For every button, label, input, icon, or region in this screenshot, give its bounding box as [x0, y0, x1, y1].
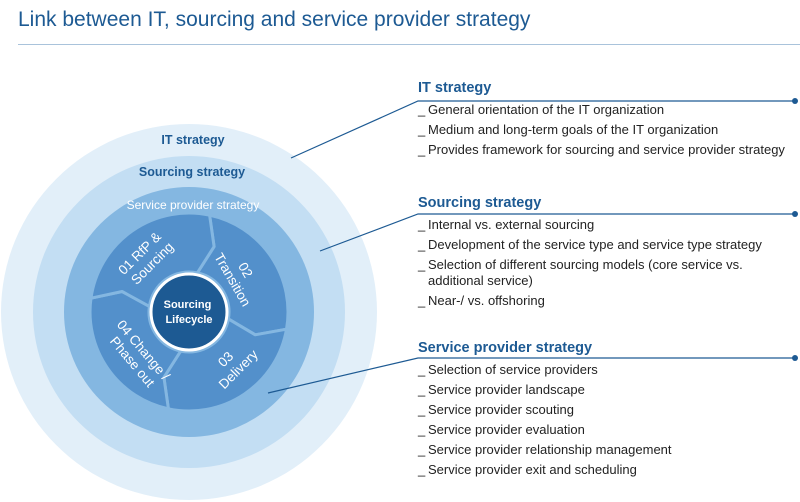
- list-item: _Internal vs. external sourcing: [418, 217, 595, 232]
- list-item: _Selection of different sourcing models …: [418, 257, 743, 288]
- list-item: _Service provider landscape: [418, 382, 585, 397]
- list-item: _Service provider scouting: [418, 402, 574, 417]
- lifecycle-center: [149, 272, 229, 352]
- list-item: _General orientation of the IT organizat…: [418, 102, 665, 117]
- segment-rfp-sourcing: [195, 213, 290, 337]
- section-it-strategy: IT strategy _General orientation of the …: [418, 80, 798, 162]
- section-title-service-provider-strategy: Service provider strategy: [418, 340, 593, 356]
- segment-delivery: [88, 290, 183, 411]
- section-service-provider-strategy: Service provider strategy _Selection of …: [418, 340, 798, 482]
- connector-dot-sourcing-strategy: [792, 211, 798, 217]
- connector-sourcing-strategy: [319, 213, 795, 252]
- bullet-list-service-provider-strategy: _Selection of service providers _Service…: [418, 362, 798, 478]
- connector-dot-it-strategy: [792, 98, 798, 104]
- lifecycle-segments: [88, 211, 290, 413]
- center-label: Sourcing Lifecycle: [164, 299, 215, 326]
- connector-it-strategy: [290, 100, 795, 159]
- list-item: _Medium and long-term goals of the IT or…: [418, 122, 719, 137]
- page-title: Link between IT, sourcing and service pr…: [18, 8, 531, 31]
- section-sourcing-strategy: Sourcing strategy _Internal vs. external…: [418, 195, 798, 313]
- bullet-list-it-strategy: _General orientation of the IT organizat…: [418, 102, 798, 158]
- list-item: _Service provider evaluation: [418, 422, 585, 437]
- section-title-sourcing-strategy: Sourcing strategy: [418, 195, 542, 211]
- list-item: _Provides framework for sourcing and ser…: [418, 142, 785, 157]
- list-item: _Service provider exit and scheduling: [418, 462, 637, 477]
- ring-label-service-provider-strategy: Service provider strategy: [127, 198, 260, 212]
- segment-transition: [162, 317, 288, 413]
- bullet-list-sourcing-strategy: _Internal vs. external sourcing _Develop…: [418, 217, 798, 309]
- list-item: _Service provider relationship managemen…: [418, 442, 672, 457]
- connector-dot-service-provider-strategy: [792, 355, 798, 361]
- ring-label-sourcing-strategy: Sourcing strategy: [139, 165, 245, 179]
- segment-change-phase-out: [89, 211, 216, 308]
- ring-label-it-strategy: IT strategy: [161, 133, 224, 147]
- connector-service-provider-strategy: [267, 357, 795, 394]
- list-item: _Development of the service type and ser…: [418, 237, 762, 252]
- connector-dots: [792, 98, 798, 361]
- title-divider: [18, 44, 800, 45]
- list-item: _Selection of service providers: [418, 362, 598, 377]
- section-title-it-strategy: IT strategy: [418, 80, 492, 96]
- list-item: _Near-/ vs. offshoring: [418, 293, 545, 308]
- connector-lines: [267, 100, 795, 394]
